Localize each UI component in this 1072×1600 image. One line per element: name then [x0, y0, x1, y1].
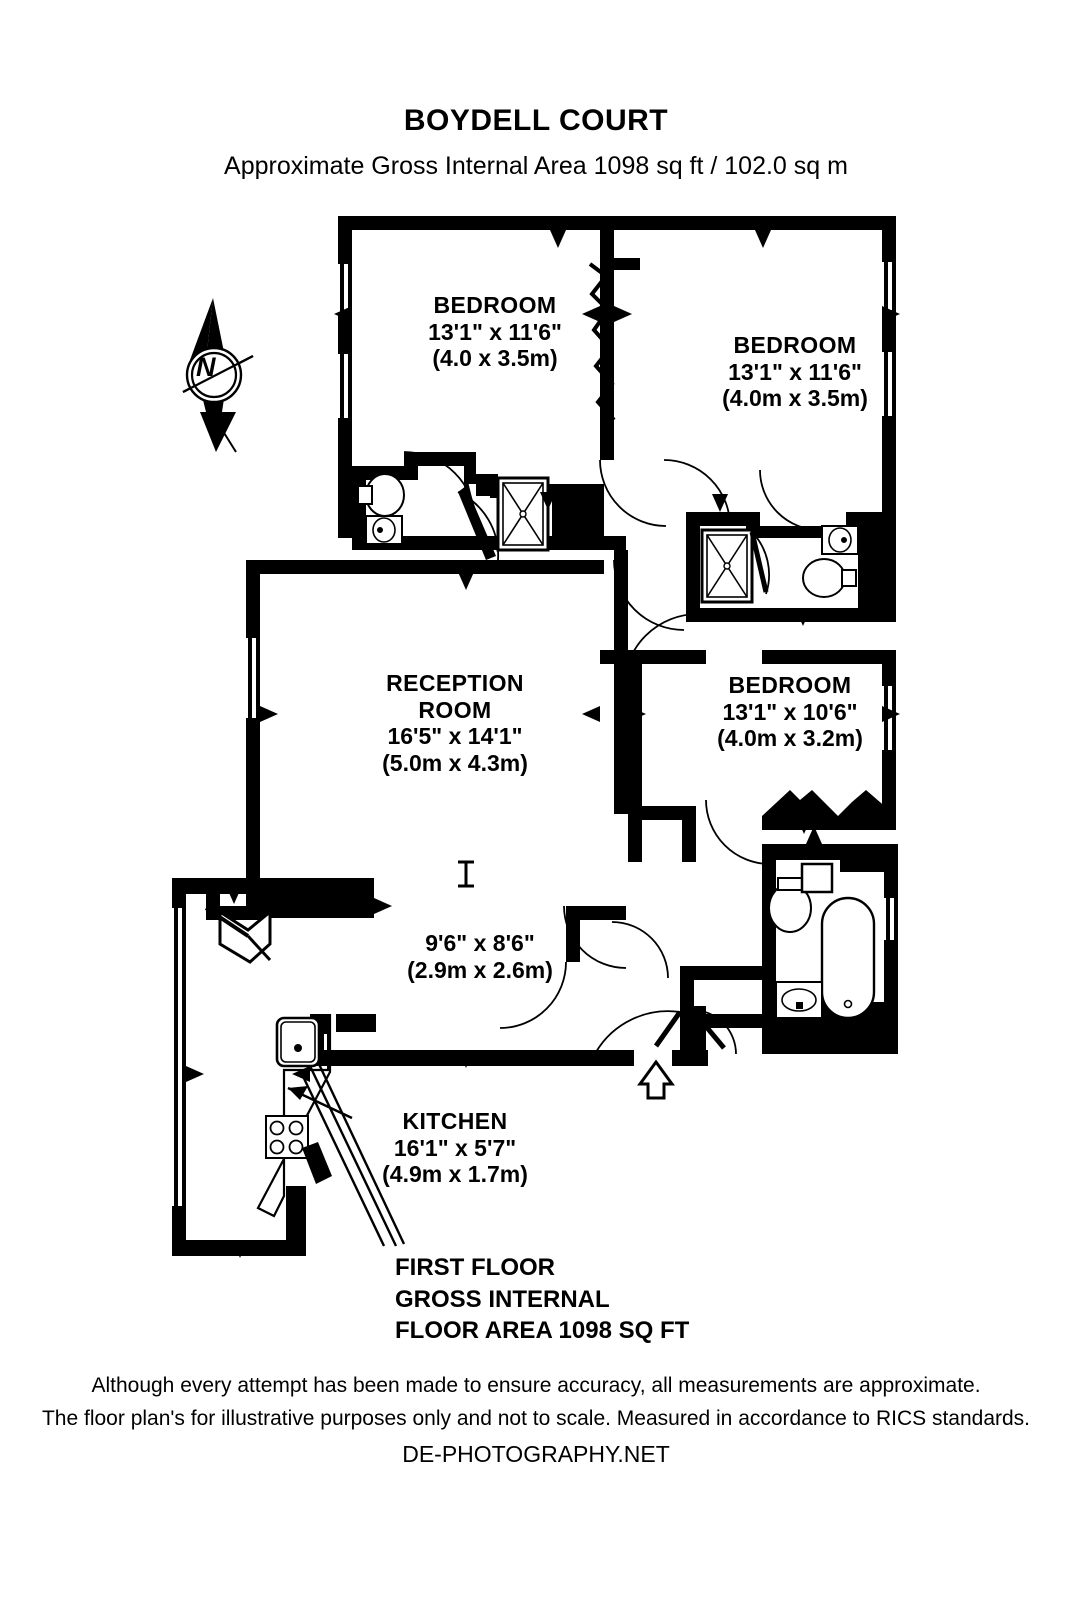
kitchen-sink-icon — [275, 1016, 321, 1068]
reception-room-imperial: 16'5" x 14'1" — [387, 723, 523, 750]
room-label-reception-room: RECEPTION ROOM 16'5" x 14'1" (5.0m x 4.3… — [330, 670, 580, 777]
door-swings — [403, 451, 821, 1055]
sink-icon-1 — [365, 515, 403, 545]
shower-icon-1 — [502, 482, 544, 546]
wardrobe-partition — [588, 262, 616, 422]
reception-recess — [204, 906, 272, 964]
entrance-arrow — [637, 1059, 675, 1100]
room-label-bedroom-3: BEDROOM 13'1" x 10'6" (4.0m x 3.2m) — [675, 672, 905, 752]
hall-imperial: 9'6" x 8'6" — [425, 930, 535, 956]
kitchen-metric: (4.9m x 1.7m) — [382, 1161, 528, 1188]
bedroom-2-metric: (4.0m x 3.5m) — [722, 385, 868, 412]
bedroom-3-metric: (4.0m x 3.2m) — [717, 725, 863, 752]
room-label-hall: 9'6" x 8'6" (2.9m x 2.6m) — [380, 930, 580, 983]
compass-rose — [182, 298, 254, 453]
room-label-bedroom-1: BEDROOM 13'1" x 11'6" (4.0 x 3.5m) — [380, 292, 610, 372]
compass-north-label: N — [196, 352, 216, 382]
bedroom-2-name: BEDROOM — [733, 332, 857, 358]
kitchen-units — [256, 1014, 406, 1247]
bedroom-1-metric: (4.0 x 3.5m) — [432, 345, 558, 372]
bedroom-3-name: BEDROOM — [728, 672, 852, 698]
room-label-bedroom-2: BEDROOM 13'1" x 11'6" (4.0m x 3.5m) — [680, 332, 910, 412]
sink-icon-2 — [821, 525, 859, 555]
floor-summary: FIRST FLOOR GROSS INTERNAL FLOOR AREA 10… — [395, 1252, 725, 1347]
reception-room-metric: (5.0m x 4.3m) — [382, 750, 528, 777]
kitchen-hob-icon — [265, 1115, 309, 1159]
bedroom-1-imperial: 13'1" x 11'6" — [428, 318, 562, 345]
kitchen-name: KITCHEN — [402, 1108, 508, 1134]
sink-icon-3 — [775, 981, 823, 1019]
reception-marker — [458, 860, 474, 888]
disclaimer: Although every attempt has been made to … — [0, 1370, 1072, 1435]
kitchen-imperial: 16'1" x 5'7" — [393, 1134, 517, 1161]
toilet-icon-2 — [802, 558, 857, 598]
kitchen-leader — [287, 1086, 353, 1120]
floor-summary-line-2: GROSS INTERNAL — [395, 1285, 610, 1313]
fixtures — [204, 262, 876, 1247]
dimension-markers — [186, 230, 900, 1258]
reception-room-name: RECEPTION — [386, 670, 524, 696]
room-label-kitchen: KITCHEN 16'1" x 5'7" (4.9m x 1.7m) — [345, 1108, 565, 1188]
hall-metric: (2.9m x 2.6m) — [407, 956, 553, 983]
website-credit: DE-PHOTOGRAPHY.NET — [402, 1441, 670, 1467]
bedroom-2-imperial: 13'1" x 11'6" — [728, 358, 862, 385]
floor-summary-line-1: FIRST FLOOR — [395, 1254, 555, 1281]
shower-icon-2 — [700, 528, 754, 604]
bathtub-icon — [820, 896, 876, 1020]
bedroom-1-name: BEDROOM — [433, 292, 557, 318]
disclaimer-line-2: The floor plan's for illustrative purpos… — [41, 1406, 1031, 1430]
disclaimer-line-1: Although every attempt has been made to … — [91, 1374, 981, 1397]
reception-room-name2: ROOM — [418, 696, 492, 723]
page-title: BOYDELL COURT — [403, 104, 669, 137]
floor-summary-line-3: FLOOR AREA 1098 SQ FT — [395, 1317, 690, 1345]
page-subtitle: Approximate Gross Internal Area 1098 sq … — [224, 152, 848, 180]
bedroom-3-imperial: 13'1" x 10'6" — [722, 698, 858, 725]
toilet-icon-1 — [357, 473, 405, 517]
